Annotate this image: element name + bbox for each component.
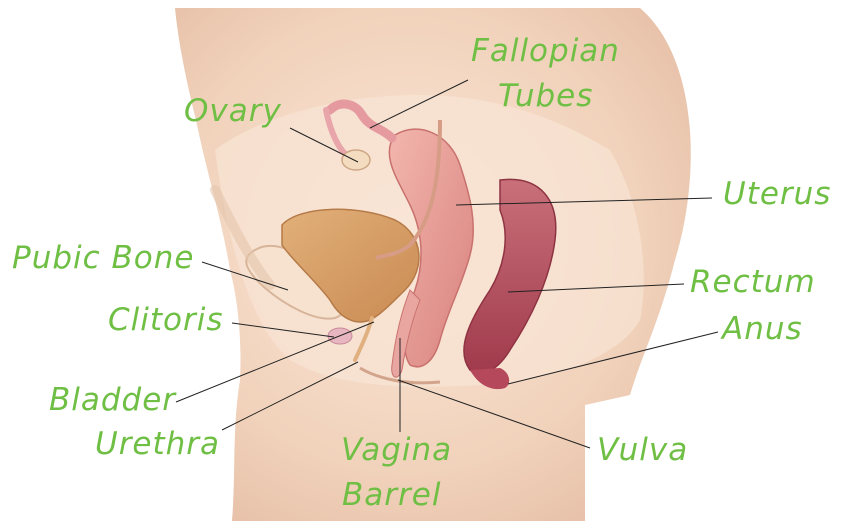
label-pubic-bone: Pubic Bone	[12, 240, 194, 276]
label-vagina: Vagina	[341, 432, 452, 468]
label-tubes: Tubes	[498, 78, 593, 114]
label-bladder: Bladder	[49, 382, 176, 418]
label-vulva: Vulva	[597, 432, 688, 468]
label-uterus: Uterus	[723, 176, 831, 212]
label-barrel: Barrel	[342, 477, 441, 513]
label-rectum: Rectum	[690, 264, 816, 300]
label-clitoris: Clitoris	[108, 302, 224, 338]
ovary	[342, 150, 370, 170]
label-ovary: Ovary	[184, 93, 282, 129]
label-fallopian: Fallopian	[471, 33, 620, 69]
label-urethra: Urethra	[95, 426, 220, 462]
label-anus: Anus	[722, 311, 803, 347]
